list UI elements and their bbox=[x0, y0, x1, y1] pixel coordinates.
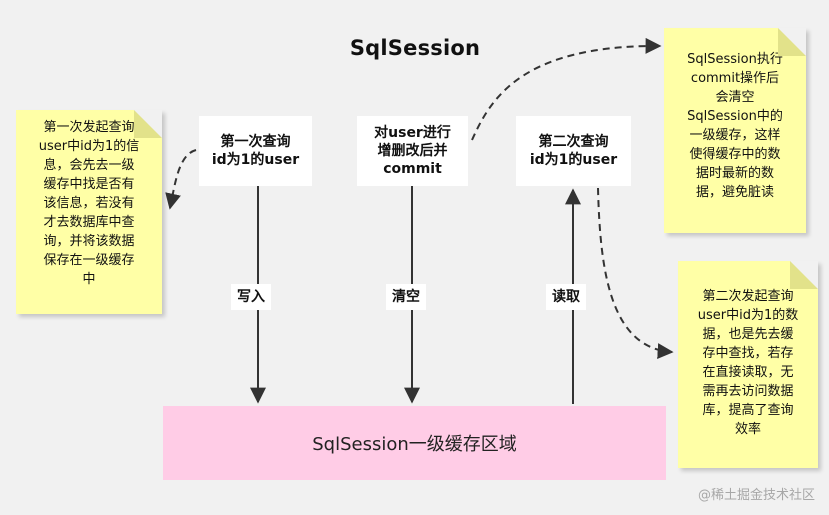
cache-region-label: SqlSession一级缓存区域 bbox=[312, 434, 517, 455]
second-query-box: 第二次查询 id为1的user bbox=[516, 116, 631, 186]
first-query-text: 第一次查询 id为1的user bbox=[211, 134, 300, 168]
note-left: 第一次发起查询 user中id为1的信 息，会先去一级 缓存中找是否有 该信息，… bbox=[16, 110, 162, 314]
diagram-title: SqlSession bbox=[349, 36, 481, 60]
note-bottom-right: 第二次发起查询 user中id为1的数 据，也是先去缓 存中查找，若存 在直接读… bbox=[678, 261, 818, 468]
read-label: 读取 bbox=[546, 284, 586, 310]
note-top-right-text: SqlSession执行 commit操作后 会清空 SqlSession中的 … bbox=[687, 52, 783, 200]
note-bottom-right-text: 第二次发起查询 user中id为1的数 据，也是先去缓 存中查找，若存 在直接读… bbox=[697, 289, 799, 437]
note-left-text: 第一次发起查询 user中id为1的信 息，会先去一级 缓存中找是否有 该信息，… bbox=[38, 120, 140, 287]
crud-commit-text: 对user进行 增删改后并 commit bbox=[374, 125, 451, 177]
cache-region: SqlSession一级缓存区域 bbox=[163, 406, 666, 480]
note-fold-icon bbox=[778, 28, 806, 56]
first-query-box: 第一次查询 id为1的user bbox=[199, 116, 312, 186]
dashed-top-right-connector bbox=[471, 37, 662, 141]
write-label: 写入 bbox=[231, 284, 271, 310]
note-fold-icon bbox=[790, 261, 818, 289]
dashed-bottom-right-connector bbox=[597, 187, 674, 360]
second-query-text: 第二次查询 id为1的user bbox=[529, 134, 618, 168]
clear-label: 清空 bbox=[386, 284, 426, 310]
note-top-right: SqlSession执行 commit操作后 会清空 SqlSession中的 … bbox=[664, 28, 806, 233]
crud-commit-box: 对user进行 增删改后并 commit bbox=[357, 116, 468, 186]
dashed-left-connector bbox=[165, 149, 197, 210]
note-fold-icon bbox=[134, 110, 162, 138]
watermark: @稀土掘金技术社区 bbox=[697, 488, 815, 503]
